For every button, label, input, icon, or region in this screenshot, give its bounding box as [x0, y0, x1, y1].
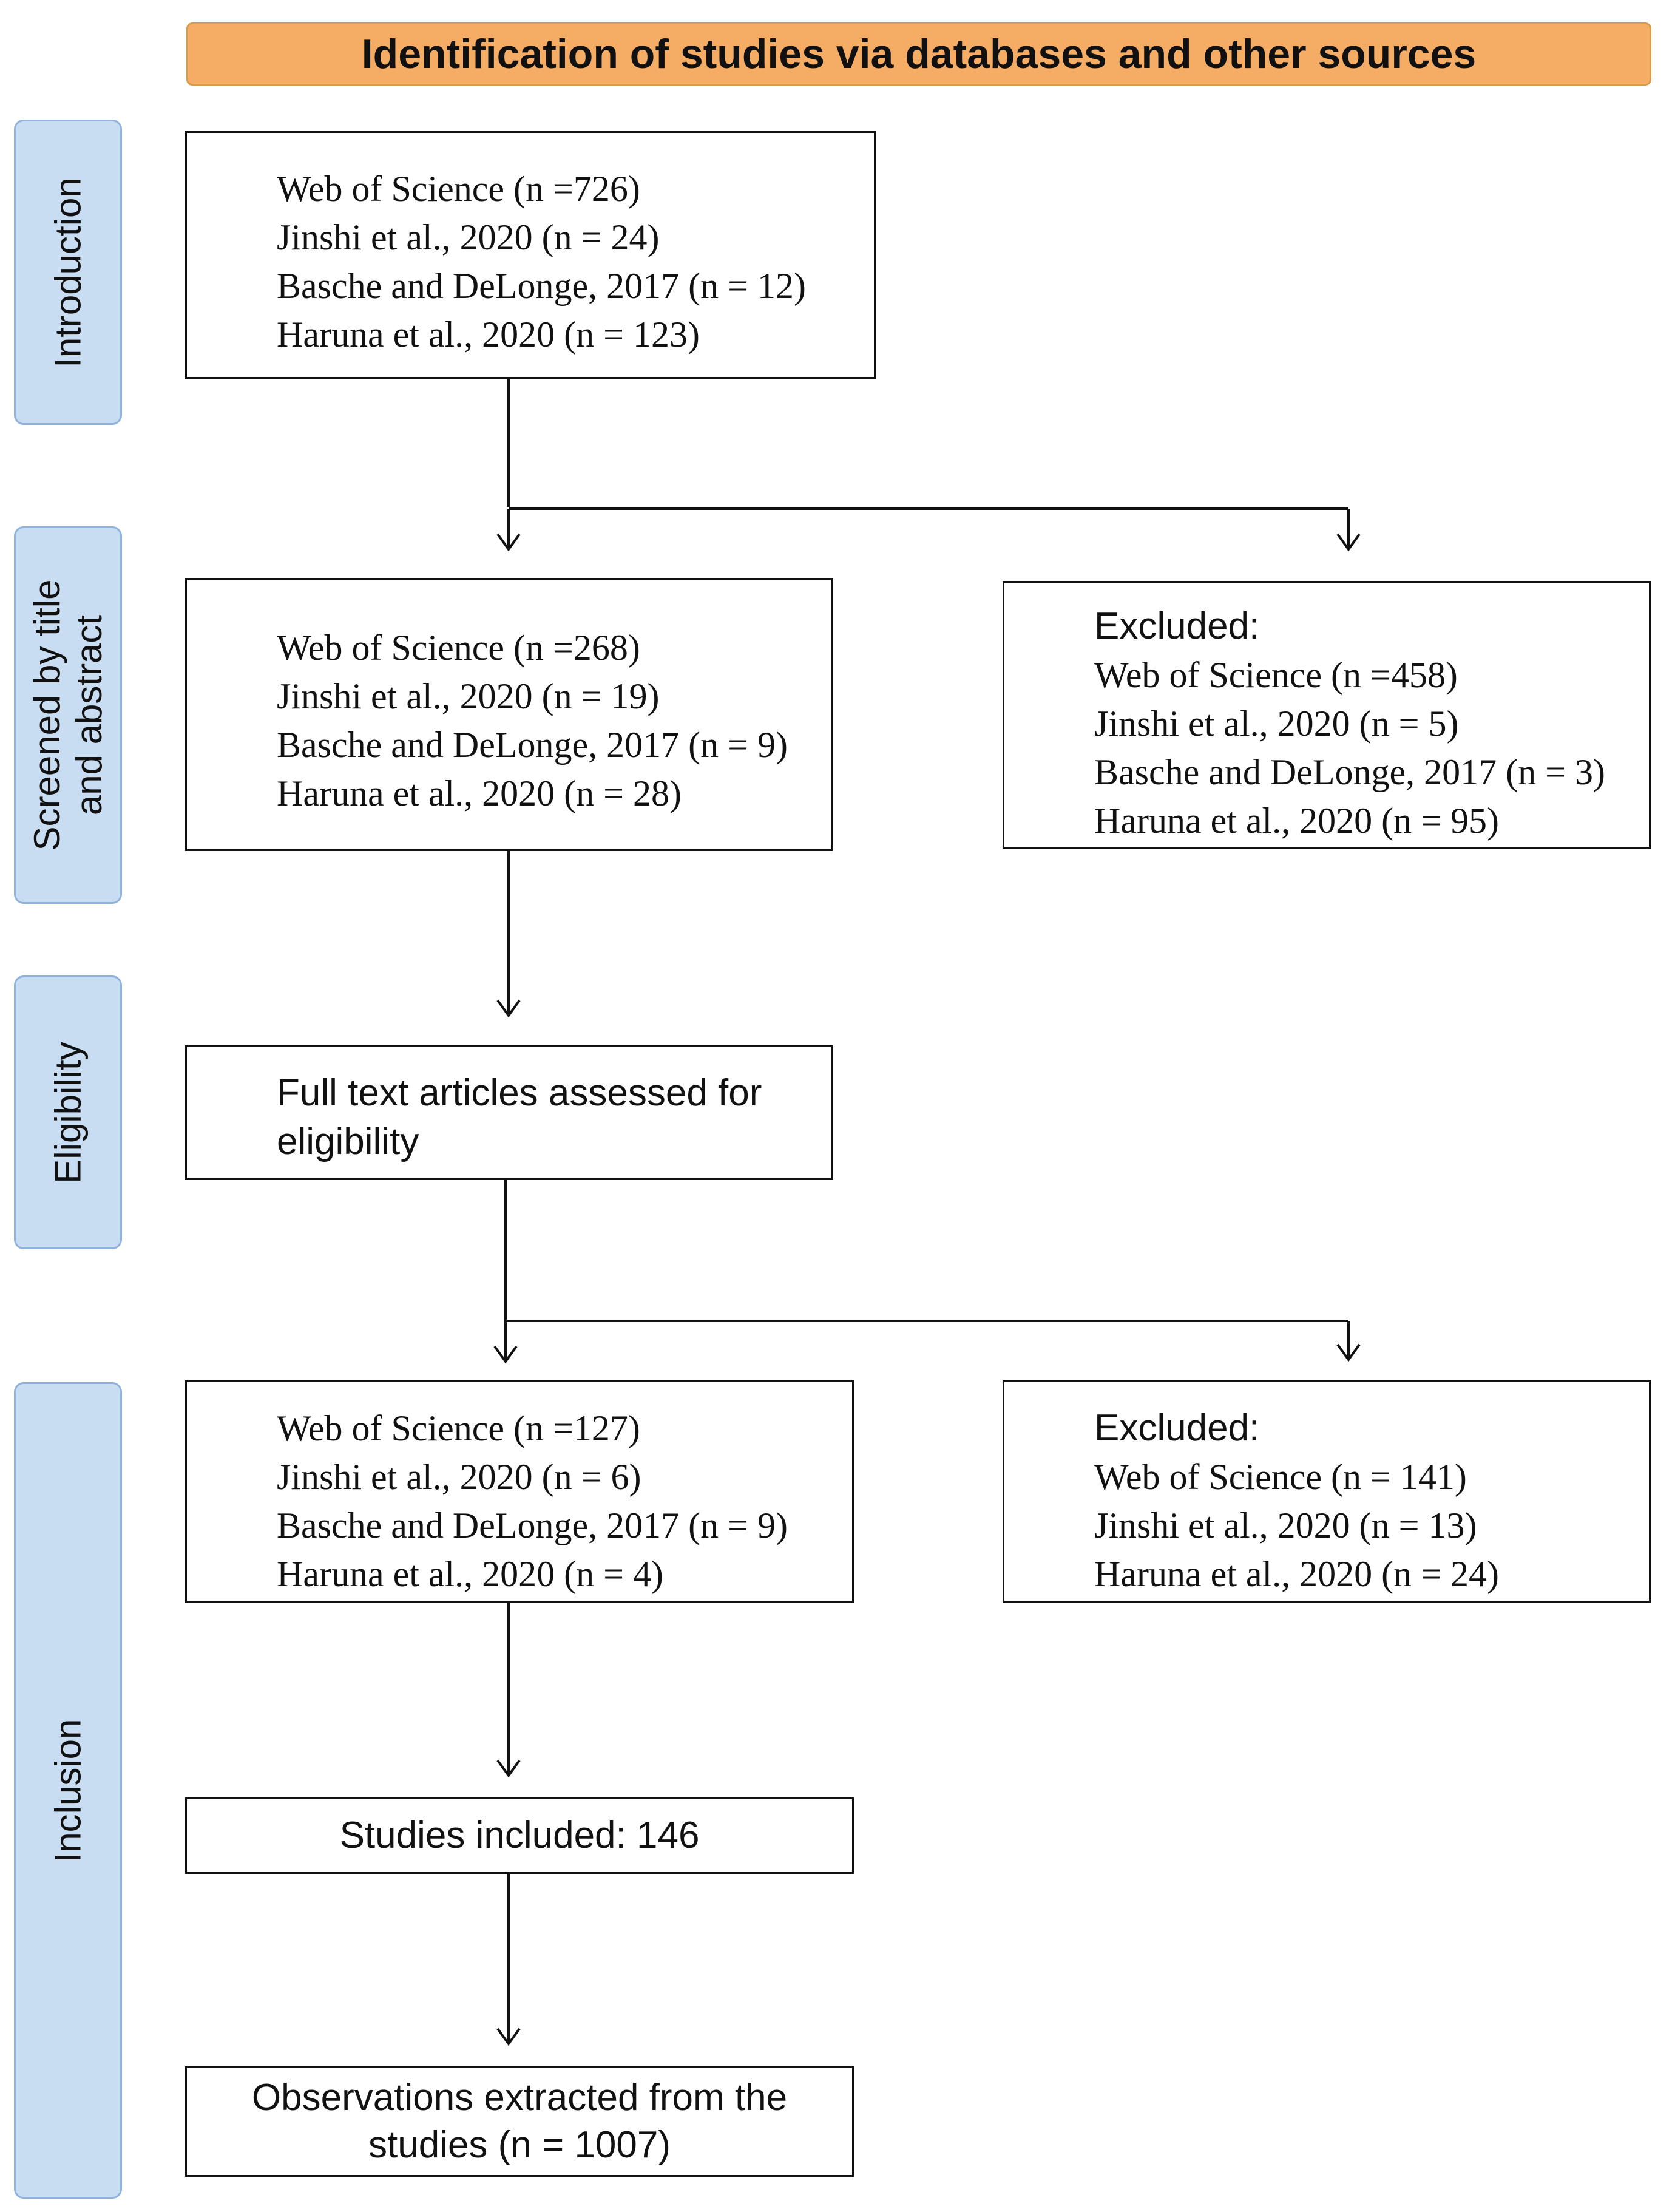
screened-line-wos: Web of Science (n =268) — [277, 628, 640, 668]
included-line-basche: Basche and DeLonge, 2017 (n = 9) — [277, 1505, 788, 1545]
screened-line-haruna: Haruna et al., 2020 (n = 28) — [277, 773, 682, 813]
arrow-observations — [496, 2027, 521, 2046]
screened-excluded-line-wos: Web of Science (n =458) — [1094, 655, 1458, 695]
identification-line-basche: Basche and DeLonge, 2017 (n = 12) — [277, 266, 806, 306]
screened-excluded-line-jinshi: Jinshi et al., 2020 (n = 5) — [1094, 704, 1459, 744]
arrow-included — [493, 1345, 518, 1364]
arrow-studies-included — [496, 1759, 521, 1778]
arrow-screened — [496, 533, 521, 552]
phase-inclusion: Inclusion — [14, 1382, 122, 2199]
eligibility-box: Full text articles assessed for eligibil… — [185, 1045, 833, 1180]
screened-records-box: Web of Science (n =268) Jinshi et al., 2… — [185, 578, 833, 851]
eligibility-excluded-line-wos: Web of Science (n = 141) — [1094, 1457, 1467, 1497]
identification-line-wos: Web of Science (n =726) — [277, 169, 640, 209]
screened-line-jinshi: Jinshi et al., 2020 (n = 19) — [277, 676, 660, 716]
observations-line2: studies (n = 1007) — [368, 2124, 671, 2166]
arrow-screened-excluded — [1336, 533, 1361, 552]
included-line-haruna: Haruna et al., 2020 (n = 4) — [277, 1554, 663, 1594]
studies-included-text: Studies included: 146 — [339, 1814, 700, 1856]
screened-excluded-box: Excluded: Web of Science (n =458) Jinshi… — [1003, 581, 1651, 849]
included-line-jinshi: Jinshi et al., 2020 (n = 6) — [277, 1457, 641, 1497]
included-records-box: Web of Science (n =127) Jinshi et al., 2… — [185, 1380, 854, 1603]
arrow-inclusion-excluded — [1336, 1343, 1361, 1362]
eligibility-excluded-box: Excluded: Web of Science (n = 141) Jinsh… — [1003, 1380, 1651, 1603]
screened-excluded-line-haruna: Haruna et al., 2020 (n = 95) — [1094, 801, 1499, 841]
phase-eligibility: Eligibility — [14, 975, 122, 1249]
included-line-wos: Web of Science (n =127) — [277, 1408, 640, 1448]
eligibility-excluded-line-haruna: Haruna et al., 2020 (n = 24) — [1094, 1554, 1499, 1594]
phase-screening: Screened by title and abstract — [14, 526, 122, 904]
diagram-title: Identification of studies via databases … — [186, 22, 1651, 86]
eligibility-line2: eligibility — [277, 1121, 419, 1162]
screened-excluded-heading: Excluded: — [1094, 605, 1260, 647]
identification-line-haruna: Haruna et al., 2020 (n = 123) — [277, 314, 700, 355]
identification-line-jinshi: Jinshi et al., 2020 (n = 24) — [277, 217, 660, 257]
eligibility-excluded-line-jinshi: Jinshi et al., 2020 (n = 13) — [1094, 1505, 1477, 1545]
studies-included-box: Studies included: 146 — [185, 1797, 854, 1874]
observations-box: Observations extracted from the studies … — [185, 2066, 854, 2177]
eligibility-line1: Full text articles assessed for — [277, 1072, 762, 1114]
screened-line-basche: Basche and DeLonge, 2017 (n = 9) — [277, 725, 788, 765]
observations-line1: Observations extracted from the — [251, 2077, 788, 2119]
identification-records-box: Web of Science (n =726) Jinshi et al., 2… — [185, 131, 876, 379]
eligibility-excluded-heading: Excluded: — [1094, 1407, 1260, 1449]
screened-excluded-line-basche: Basche and DeLonge, 2017 (n = 3) — [1094, 752, 1605, 792]
phase-introduction: Introduction — [14, 120, 122, 425]
arrow-eligibility — [496, 999, 521, 1018]
